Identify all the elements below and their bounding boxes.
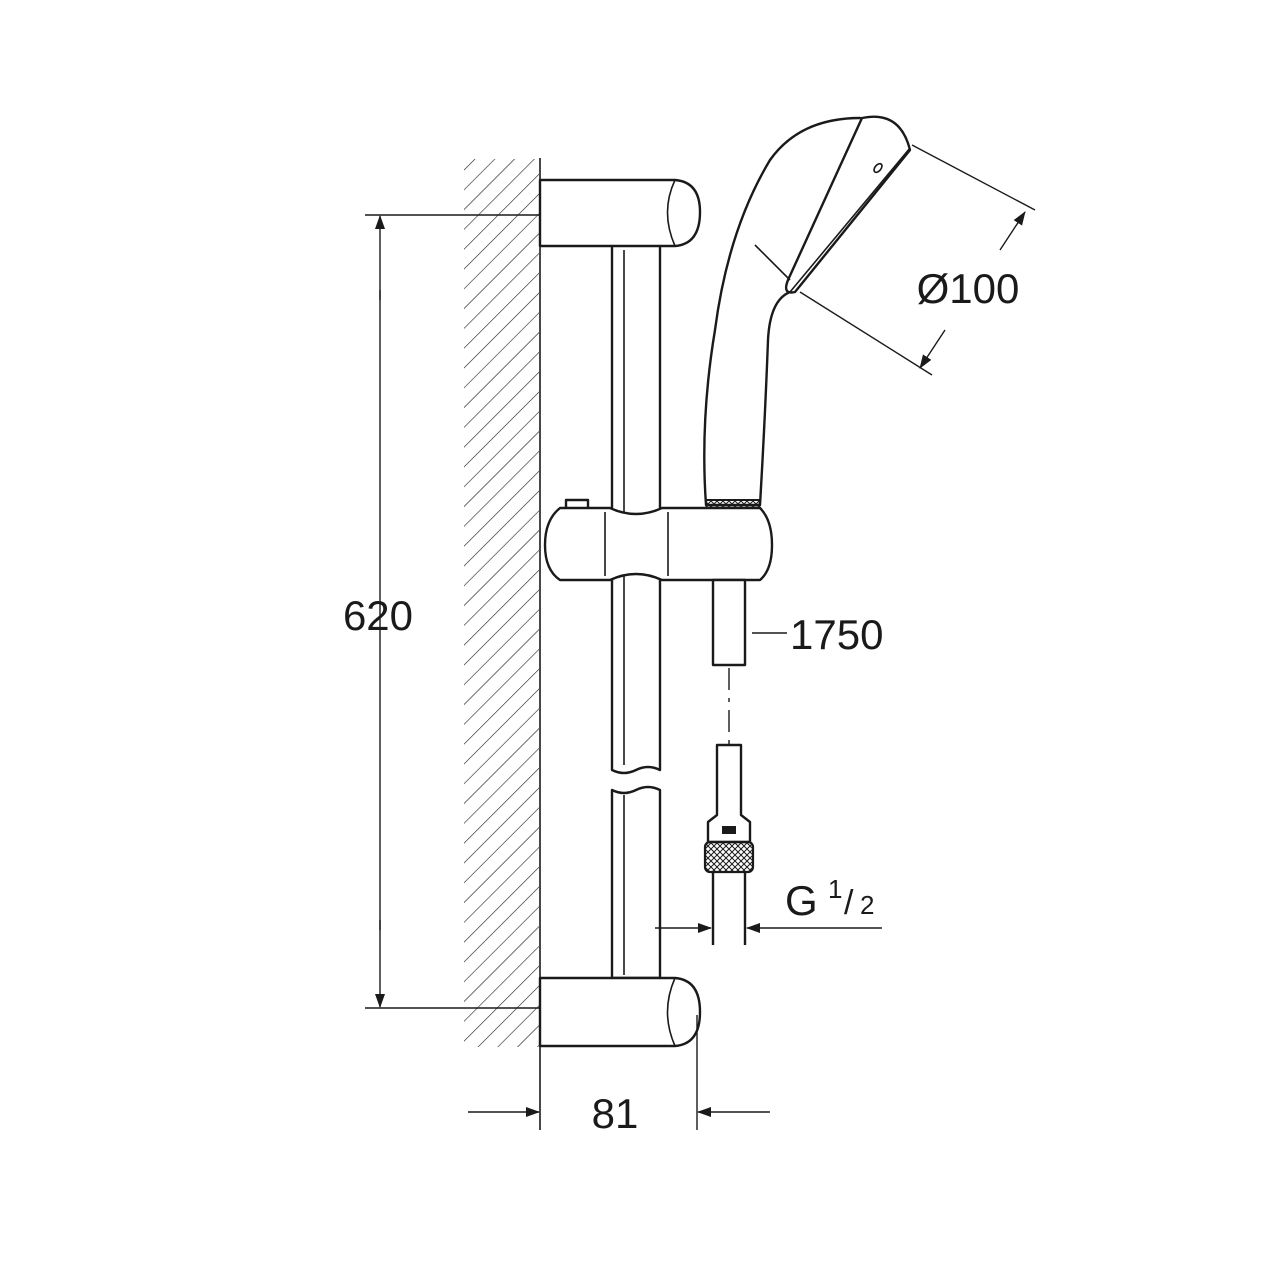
shower-diameter-label: Ø100 <box>917 265 1020 312</box>
shower-rail <box>610 243 662 980</box>
thread-numerator: 1 <box>828 874 842 904</box>
hose-length-label: 1750 <box>790 611 883 658</box>
top-wall-bracket <box>538 178 702 248</box>
wall-hatching <box>463 158 540 1048</box>
hand-shower <box>703 115 912 525</box>
dimension-hose-length: 1750 <box>752 611 883 658</box>
shower-hose <box>703 578 755 945</box>
wall-projection-label: 81 <box>592 1090 639 1137</box>
bottom-wall-bracket <box>538 976 702 1048</box>
thread-denominator: 2 <box>860 890 874 920</box>
wall <box>462 157 541 1130</box>
thread-slash: / <box>844 884 854 922</box>
dimension-wall-projection: 81 <box>468 1015 770 1137</box>
dimension-shower-diameter: Ø100 <box>799 144 1036 376</box>
rail-height-label: 620 <box>343 592 413 639</box>
thread-label: G <box>785 877 818 924</box>
slider-holder <box>543 498 774 582</box>
dimension-thread: G 1 / 2 <box>655 874 882 933</box>
dimension-rail-height: 620 <box>343 214 540 1009</box>
